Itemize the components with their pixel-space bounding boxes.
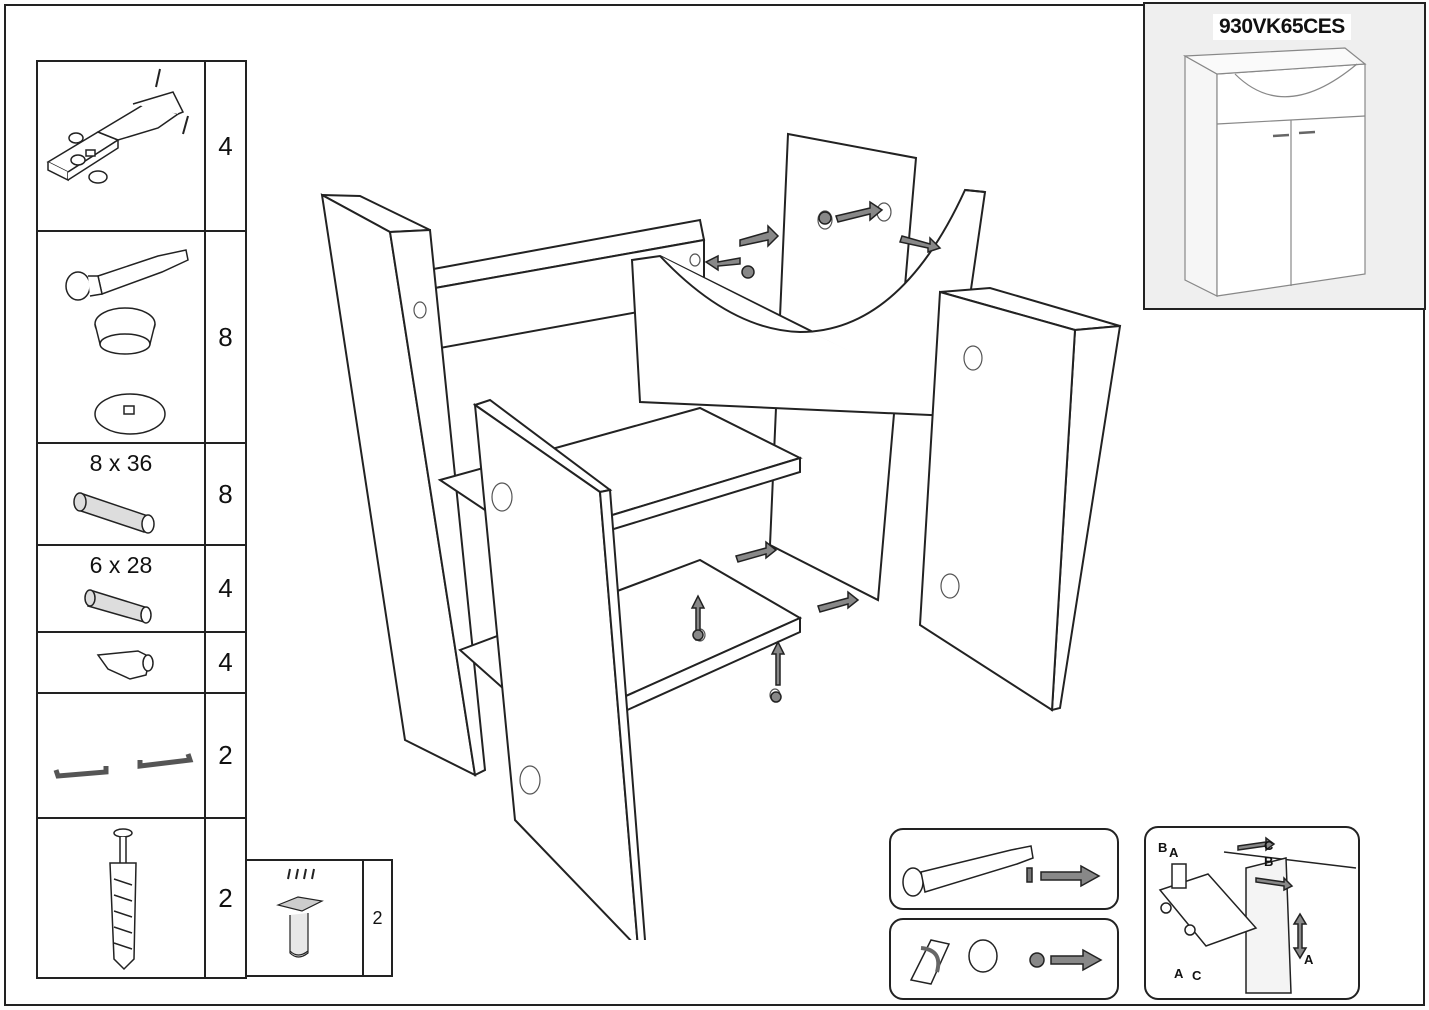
furniture-leg-icon xyxy=(276,868,324,958)
legs-box: 2 xyxy=(246,859,393,977)
shelf-support-icon xyxy=(96,650,154,680)
dowel-small-illustration: 6 x 28 xyxy=(38,546,206,631)
handle-icon xyxy=(53,753,194,779)
hinge-adjustment-detail: B A C B A A C xyxy=(1144,826,1360,1000)
dowel-large-illustration: 8 x 36 xyxy=(38,444,206,544)
part-quantity: 4 xyxy=(218,130,233,161)
dowel-icon xyxy=(84,589,152,624)
parts-table: 4 8 8 x 36 xyxy=(36,60,247,979)
part-row-shelf-support: 4 xyxy=(38,631,245,692)
cam-turn-arrow-icon xyxy=(909,939,1103,985)
cam-lock-illustration xyxy=(38,232,206,442)
hinge-label-c-arrow: C xyxy=(1264,838,1274,853)
hinge-icon xyxy=(46,68,189,184)
part-row-dowel-large: 8 x 36 8 xyxy=(38,442,245,544)
part-size: 6 x 28 xyxy=(89,552,153,578)
shelf-support-illustration xyxy=(38,633,206,692)
product-preview: 930VK65CES xyxy=(1143,2,1426,310)
part-quantity: 8 xyxy=(218,478,233,509)
part-row-handle: 2 xyxy=(38,692,245,817)
cam-bolt-arrow-icon xyxy=(902,845,1101,897)
part-quantity: 4 xyxy=(218,647,233,677)
hinge-label-b-arrow: B xyxy=(1264,854,1274,869)
cam-turn-detail xyxy=(889,918,1119,1000)
part-row-hinge: 4 xyxy=(38,62,245,230)
leg-illustration xyxy=(246,861,364,975)
model-code: 930VK65CES xyxy=(1213,14,1351,40)
hinge-label-a-bottom: A xyxy=(1174,966,1184,981)
handle-illustration xyxy=(38,694,206,817)
part-quantity: 4 xyxy=(218,573,233,603)
part-quantity: 2 xyxy=(218,740,233,770)
part-row-dowel-small: 6 x 28 4 xyxy=(38,544,245,631)
wall-anchor-illustration xyxy=(38,819,206,977)
page-frame xyxy=(4,4,1425,1006)
hinge-label-b: B xyxy=(1158,840,1168,855)
exploded-assembly-diagram xyxy=(320,132,1122,940)
part-size: 8 x 36 xyxy=(89,450,153,476)
cam-lock-icon xyxy=(65,249,189,435)
part-quantity: 8 xyxy=(218,321,233,352)
part-quantity: 2 xyxy=(218,882,233,913)
legs-quantity: 2 xyxy=(372,907,383,928)
part-row-cam-lock: 8 xyxy=(38,230,245,442)
hinge-adjust-icon xyxy=(1158,836,1357,994)
hinge-label-c-bottom: C xyxy=(1192,968,1202,983)
hinge-label-a-arrow: A xyxy=(1304,952,1314,967)
vanity-cabinet-icon xyxy=(1182,47,1367,297)
right-side-panel xyxy=(918,290,1077,712)
hinge-label-a: A xyxy=(1169,845,1179,860)
dowel-icon xyxy=(73,492,155,534)
front-left-panel xyxy=(473,402,639,940)
hinge-illustration xyxy=(38,62,206,230)
cam-bolt-insertion-detail xyxy=(889,828,1119,910)
assembly-arrows xyxy=(690,200,942,703)
screw-anchor-icon xyxy=(109,828,137,971)
part-row-wall-anchor: 2 xyxy=(38,817,245,977)
